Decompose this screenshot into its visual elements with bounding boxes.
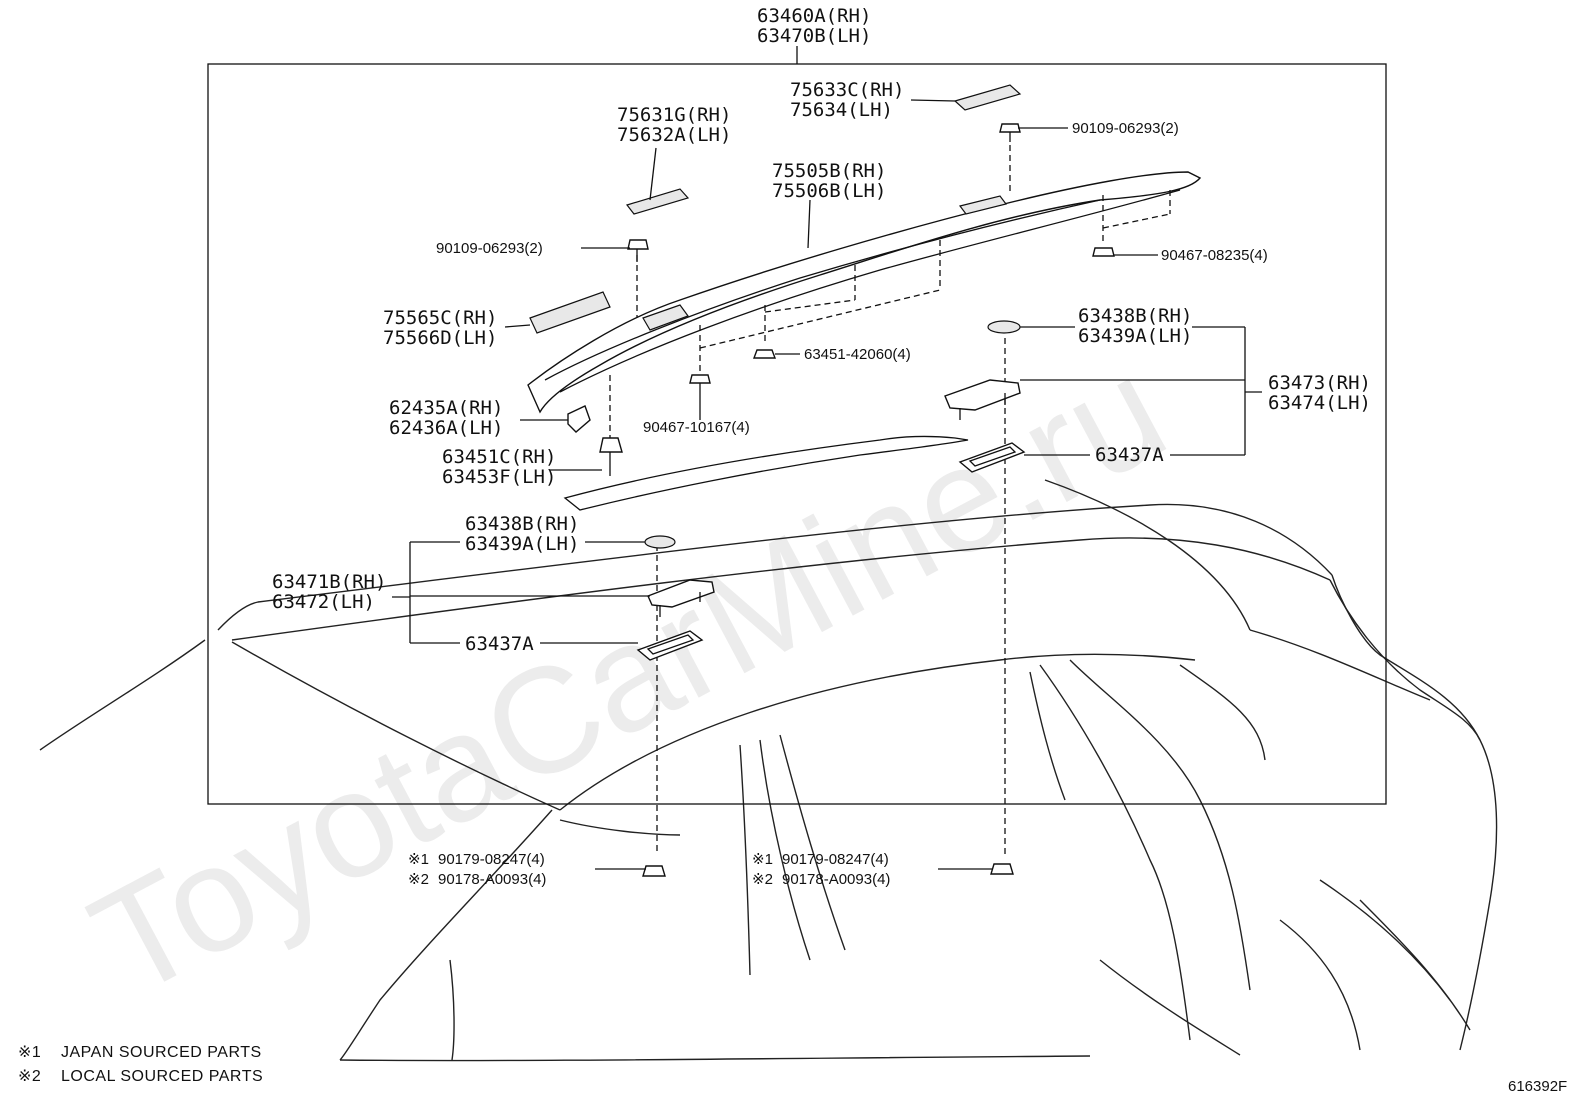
part-cover-front <box>529 291 611 334</box>
label-cover-front-end-rh: 75631G(RH) <box>617 104 731 126</box>
diagram-code: 616392F <box>1508 1078 1567 1095</box>
vehicle-body-outline <box>39 479 1498 1062</box>
label-bolt-front: 90109-06293(2) <box>436 240 543 257</box>
label-clip-rail: 63451-42060(4) <box>804 346 911 363</box>
label-pad-front-lh: 63439A(LH) <box>465 533 579 555</box>
label-rail-moulding-rh: 75505B(RH) <box>772 160 886 182</box>
label-cover-front-rh: 75565C(RH) <box>383 307 497 329</box>
label-pad-rear-lh: 63439A(LH) <box>1078 325 1192 347</box>
roof-rail <box>527 171 1202 414</box>
part-leg-rear <box>944 379 1021 420</box>
part-bolt-front <box>627 239 649 262</box>
label-clip-small: 90467-10167(4) <box>643 419 750 436</box>
label-rail-moulding-lh: 75506B(LH) <box>772 180 886 202</box>
watermark: ToyotaCarMine.ru <box>66 324 1190 1028</box>
part-clip-small <box>689 374 711 384</box>
part-gasket-rear <box>958 442 1026 473</box>
label-leg-rear-lh: 63474(LH) <box>1268 392 1371 414</box>
label-rail-assy-lh: 63470B(LH) <box>757 25 871 47</box>
label-bolt-rear: 90109-06293(2) <box>1072 120 1179 137</box>
part-nut-right <box>990 863 1014 875</box>
label-nut-rear: 90467-08235(4) <box>1161 247 1268 264</box>
label-leg-front-lh: 63472(LH) <box>272 591 375 613</box>
part-clip-rail <box>752 349 777 359</box>
part-pad-front <box>644 535 676 549</box>
label-nut-left-mark2: ※2 <box>408 871 429 888</box>
label-nut-left-mark1: ※1 <box>408 851 429 868</box>
part-pad-rear <box>987 320 1021 334</box>
label-cover-rear-end-lh: 75634(LH) <box>790 99 893 121</box>
legend-text-1: JAPAN SOURCED PARTS <box>61 1044 262 1061</box>
part-leg-front <box>647 579 715 617</box>
label-clip-front-lh: 63453F(LH) <box>442 466 556 488</box>
part-cover-rear-end <box>953 84 1022 111</box>
part-bolt-rear <box>999 123 1021 142</box>
label-cover-front-lh: 75566D(LH) <box>383 327 497 349</box>
label-leg-front-rh: 63471B(RH) <box>272 571 386 593</box>
label-pad-rear-rh: 63438B(RH) <box>1078 305 1192 327</box>
legend-text-2: LOCAL SOURCED PARTS <box>61 1068 263 1085</box>
label-end-cover-lh: 62436A(LH) <box>389 417 503 439</box>
legend: ※1 JAPAN SOURCED PARTS ※2 LOCAL SOURCED … <box>18 1044 263 1085</box>
label-clip-front-rh: 63451C(RH) <box>442 446 556 468</box>
label-pad-front-rh: 63438B(RH) <box>465 513 579 535</box>
label-cover-rear-end-rh: 75633C(RH) <box>790 79 904 101</box>
label-nut-right-mark1: ※1 <box>752 851 773 868</box>
part-end-cover <box>567 405 591 433</box>
part-nut-left <box>642 865 666 877</box>
label-leg-rear-rh: 63473(RH) <box>1268 372 1371 394</box>
label-nut-right-local: 90178-A0093(4) <box>782 871 890 888</box>
part-cover-front-end <box>625 188 690 215</box>
part-clip-front <box>599 437 623 476</box>
label-rail-assy-rh: 63460A(RH) <box>757 5 871 27</box>
label-end-cover-rh: 62435A(RH) <box>389 397 503 419</box>
label-nut-right-jp: 90179-08247(4) <box>782 851 889 868</box>
leader-lines <box>392 99 1262 870</box>
legend-mark-2: ※2 <box>18 1068 41 1085</box>
part-gasket-front <box>636 630 704 661</box>
label-nut-right-mark2: ※2 <box>752 871 773 888</box>
label-nut-left-jp: 90179-08247(4) <box>438 851 545 868</box>
label-cover-front-end-lh: 75632A(LH) <box>617 124 731 146</box>
label-gasket-rear: 63437A <box>1095 444 1164 466</box>
label-gasket-front: 63437A <box>465 633 534 655</box>
roof-ridge <box>563 435 969 511</box>
part-nut-rear <box>1092 247 1115 257</box>
legend-mark-1: ※1 <box>18 1044 41 1061</box>
label-nut-left-local: 90178-A0093(4) <box>438 871 546 888</box>
